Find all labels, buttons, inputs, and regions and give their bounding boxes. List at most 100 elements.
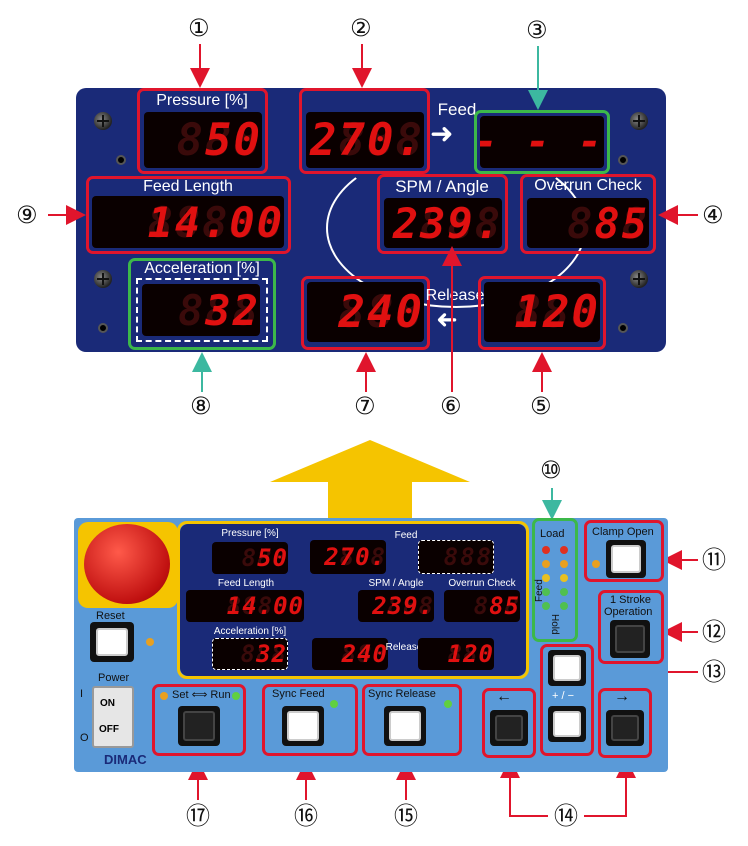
mount-hole-icon <box>116 155 126 165</box>
callout-12: ⑫ <box>702 618 726 646</box>
pressure-label: Pressure [%] <box>156 92 248 109</box>
acceleration-value: 32 <box>205 285 260 335</box>
clamp-open-led <box>592 560 600 568</box>
set-run-button[interactable] <box>178 706 220 746</box>
callout-13: ⑬ <box>702 658 726 686</box>
zoom-arrow-icon <box>270 440 470 522</box>
release-left-value: 240 <box>338 286 424 338</box>
one-stroke-button[interactable] <box>610 620 650 658</box>
load-led <box>542 574 550 582</box>
pressure-value: 50 <box>205 114 262 166</box>
minus-button[interactable] <box>548 706 586 742</box>
feed-indicator-display: - - - <box>480 116 604 168</box>
screw-icon <box>94 270 112 288</box>
screw-icon <box>94 112 112 130</box>
mini-accel-label: Acceleration [%] <box>213 626 287 637</box>
mount-hole-icon <box>98 323 108 333</box>
overrun-value: 85 <box>594 198 649 248</box>
sync-release-frame <box>362 684 462 756</box>
emergency-stop-button[interactable] <box>84 524 170 604</box>
mini-feed-indicator: 888 <box>418 540 494 574</box>
callout-14: ⑭ <box>554 802 578 830</box>
pressure-frame <box>137 88 268 174</box>
feed-label: Feed <box>437 100 477 119</box>
mini-feed-length-value: 14.00 <box>226 592 304 620</box>
hold-vertical-label: Hold <box>549 614 560 635</box>
power-label: Power <box>98 672 130 684</box>
mini-feed-indicator-value: 888 <box>443 543 493 571</box>
plus-button[interactable] <box>548 650 586 686</box>
sync-feed-button[interactable] <box>282 706 324 746</box>
power-o-label: O <box>80 732 89 744</box>
callout-14-arrow-right <box>584 758 636 817</box>
callout-16: ⑯ <box>294 802 318 830</box>
feed-arrow-icon: ➜ <box>430 118 454 149</box>
callout-10: ⑩ <box>540 456 562 484</box>
callout-7: ⑦ <box>354 392 376 420</box>
load-led <box>560 560 568 568</box>
mini-feed-length-label: Feed Length <box>217 578 275 589</box>
brand-label: DIMAC <box>104 752 147 767</box>
power-on-label: ON <box>100 698 115 709</box>
load-led <box>542 588 550 596</box>
mini-pressure-label: Pressure [%] <box>221 528 279 539</box>
mini-overrun-label: Overrun Check <box>448 578 516 589</box>
overrun-label: Overrun Check <box>534 177 642 194</box>
release-right-frame <box>478 276 606 350</box>
callout-3: ③ <box>526 16 548 44</box>
one-stroke-label-1: 1 Stroke <box>610 594 651 606</box>
load-led <box>542 602 550 610</box>
reset-button[interactable] <box>90 622 134 662</box>
callout-9: ⑨ <box>16 201 38 229</box>
mini-accel-value: 32 <box>256 640 287 668</box>
sync-release-button[interactable] <box>384 706 426 746</box>
release-left-frame <box>301 276 430 350</box>
release-right-value: 120 <box>514 286 600 338</box>
right-arrow-frame <box>598 688 652 758</box>
callout-6: ⑥ <box>440 392 462 420</box>
left-arrow-button[interactable] <box>490 710 528 746</box>
run-led <box>232 692 240 700</box>
feed-length-frame <box>86 176 291 254</box>
clamp-open-button[interactable] <box>606 540 646 578</box>
feed-length-value: 14.00 <box>147 197 284 247</box>
power-off-label: OFF <box>99 724 119 735</box>
reset-label: Reset <box>96 610 125 622</box>
acceleration-dashed-box <box>136 278 268 342</box>
mini-spm-value: 239. <box>372 592 434 620</box>
clamp-open-label: Clamp Open <box>592 526 654 538</box>
mini-feed-value: 270. <box>324 543 386 571</box>
power-switch[interactable]: ON OFF <box>92 686 134 748</box>
mini-release-right-value: 120 <box>447 640 494 668</box>
sync-feed-led <box>330 700 338 708</box>
feed-value: 270. <box>310 114 424 166</box>
sync-release-label: Sync Release <box>368 688 436 700</box>
set-run-frame <box>152 684 246 756</box>
mini-release-label: Release <box>385 642 423 653</box>
sync-feed-label: Sync Feed <box>272 688 325 700</box>
load-label: Load <box>540 528 565 540</box>
right-arrow-button[interactable] <box>606 710 644 746</box>
feed-length-label: Feed Length <box>143 178 233 195</box>
sync-feed-frame <box>262 684 358 756</box>
callout-14-arrow <box>500 758 548 817</box>
mini-release-left-value: 240 <box>341 640 388 668</box>
mini-feed-label: Feed <box>394 530 418 541</box>
feed-frame <box>299 88 430 174</box>
release-label: Release <box>425 287 485 304</box>
spm-label: SPM / Angle <box>395 177 489 196</box>
one-stroke-label-2: Operation <box>604 606 653 618</box>
callout-8: ⑧ <box>190 392 212 420</box>
mini-spm-label: SPM / Angle <box>368 578 424 589</box>
power-i-label: I <box>80 688 84 700</box>
callout-2: ② <box>350 14 372 42</box>
